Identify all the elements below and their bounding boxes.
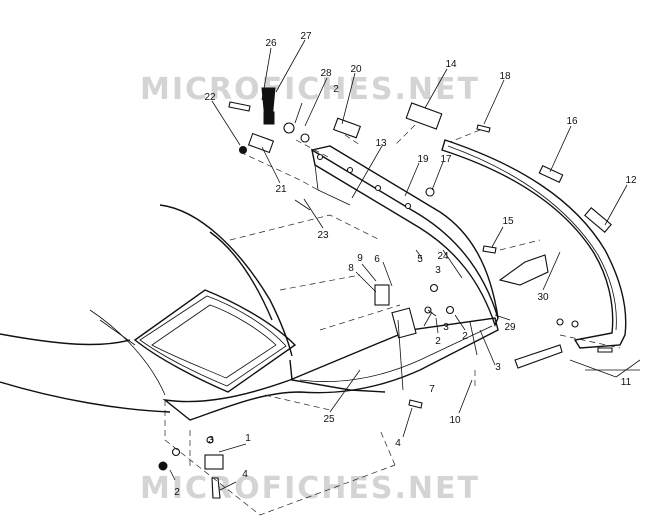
callout-2: 2 [462, 331, 468, 342]
callout-11: 11 [621, 377, 632, 388]
callout-20: 20 [350, 64, 362, 75]
callout-16: 16 [566, 116, 578, 127]
callout-28: 28 [320, 68, 332, 79]
callouts: 1 2 2 2 2 3 3 3 3 4 4 5 6 7 8 9 10 11 12… [174, 31, 637, 498]
callout-1: 1 [245, 433, 251, 444]
brace-11 [514, 344, 563, 369]
callout-3: 3 [443, 322, 449, 333]
hardware [158, 87, 613, 499]
callout-2: 2 [435, 336, 441, 347]
callout-4: 4 [242, 469, 248, 480]
bumper-bar [441, 139, 627, 349]
callout-3: 3 [435, 265, 441, 276]
callout-17: 17 [440, 154, 452, 165]
callout-30: 30 [537, 292, 549, 303]
callout-21: 21 [275, 184, 287, 195]
callout-25: 25 [323, 414, 335, 425]
callout-3: 3 [208, 435, 214, 446]
bracket-30 [498, 254, 549, 286]
callout-10: 10 [449, 415, 461, 426]
hood-body [0, 204, 293, 413]
callout-2: 2 [174, 487, 180, 498]
assembly-lines [164, 124, 621, 516]
callout-12: 12 [625, 175, 637, 186]
callout-15: 15 [502, 216, 514, 227]
callout-27: 27 [300, 31, 312, 42]
callout-9: 9 [357, 253, 363, 264]
headlight-opening [133, 289, 297, 393]
callout-26: 26 [265, 38, 277, 49]
callout-22: 22 [204, 92, 216, 103]
callout-18: 18 [499, 71, 511, 82]
callout-23: 23 [317, 230, 329, 241]
watermark-bottom: MICROFICHES.NET [140, 471, 480, 506]
callout-4: 4 [395, 438, 401, 449]
callout-14: 14 [445, 59, 457, 70]
panel-19 [311, 145, 499, 327]
callout-7: 7 [429, 384, 435, 395]
callout-6: 6 [374, 254, 380, 265]
callout-3: 3 [495, 362, 501, 373]
watermark-top: MICROFICHES.NET [140, 72, 480, 107]
leader-lines [169, 39, 641, 491]
callout-24: 24 [437, 251, 449, 262]
callout-8: 8 [348, 263, 354, 274]
callout-2: 2 [333, 84, 339, 95]
callout-13: 13 [375, 138, 387, 149]
callout-19: 19 [417, 154, 429, 165]
nose-pan [162, 317, 499, 421]
callout-29: 29 [504, 322, 516, 333]
callout-5: 5 [417, 254, 423, 265]
